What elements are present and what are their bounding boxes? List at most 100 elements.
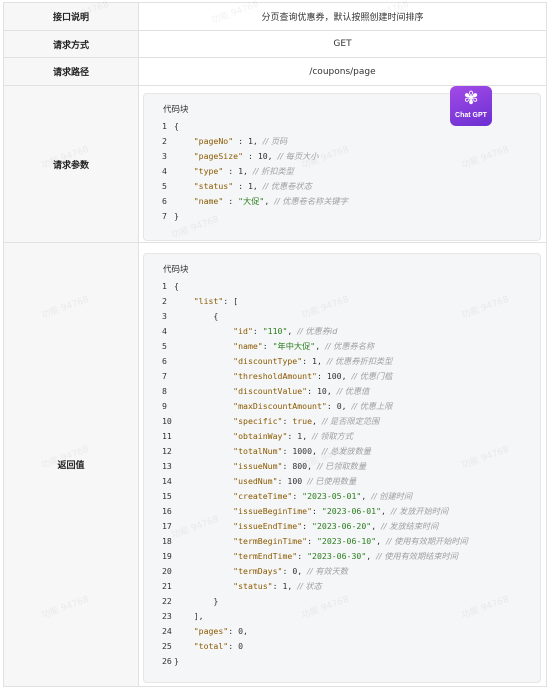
code-token: : <box>287 430 298 441</box>
line-text: } <box>174 654 179 669</box>
code-token: 1000 <box>292 445 313 456</box>
code-token: { <box>174 120 179 131</box>
code-token: 0 <box>292 565 298 576</box>
line-text: "usedNum": 100 // 已使用数量 <box>174 474 356 489</box>
code-token <box>174 296 194 306</box>
value-method: GET <box>138 30 547 58</box>
code-block-title: 代码块 <box>163 264 189 275</box>
code-token: // 使用有效期开始时间 <box>385 535 468 546</box>
code-token: : <box>292 490 303 501</box>
code-line: 26} <box>144 654 540 669</box>
code-line: 7} <box>144 209 540 224</box>
code-token <box>174 446 233 456</box>
code-token <box>174 476 233 486</box>
code-token: , <box>243 625 248 636</box>
line-number: 13 <box>162 460 172 471</box>
code-token: "id" <box>233 325 253 336</box>
line-number: 4 <box>162 325 167 336</box>
line-number: 7 <box>162 210 167 221</box>
code-token: "specific" <box>233 415 283 426</box>
code-token: , <box>341 400 352 411</box>
code-token: "年中大促" <box>272 340 316 351</box>
code-token: : <box>262 340 273 351</box>
code-token: // 优惠值 <box>336 385 370 396</box>
code-line: 14 "usedNum": 100 // 已使用数量 <box>144 474 540 489</box>
line-text: "issueNum": 800, // 已领取数量 <box>174 459 366 474</box>
line-number: 17 <box>162 520 172 531</box>
label-response: 返回值 <box>3 242 139 687</box>
code-token <box>174 356 233 366</box>
line-number: 6 <box>162 355 167 366</box>
label-params: 请求参数 <box>3 85 139 243</box>
code-line: 3 "pageSize" : 10, // 每页大小 <box>144 149 540 164</box>
code-line: 17 "issueEndTime": "2023-06-20", // 发放结束… <box>144 519 540 534</box>
code-line: 3 { <box>144 309 540 324</box>
code-token: // 每页大小 <box>277 150 319 161</box>
code-line: 1{ <box>144 279 540 294</box>
code-token: , <box>312 445 322 456</box>
label-description: 接口说明 <box>3 2 139 31</box>
code-token: // 有效天数 <box>307 565 348 576</box>
response-code-block[interactable]: 代码块 1{2 "list": [3 {4 "id": "110", // 优惠… <box>143 252 541 683</box>
code-token: "2023-05-01" <box>302 490 362 501</box>
code-line: 11 "obtainWay": 1, // 领取方式 <box>144 429 540 444</box>
line-number: 19 <box>162 550 172 561</box>
code-token: "name" <box>233 340 263 351</box>
line-text: { <box>174 119 179 134</box>
code-token: "createTime" <box>233 490 293 501</box>
line-number: 5 <box>162 180 167 191</box>
value-path: /coupons/page <box>138 57 547 86</box>
code-token: : <box>228 640 239 651</box>
code-token: "termDays" <box>233 565 283 576</box>
code-token: "termEndTime" <box>233 550 298 561</box>
line-text: "discountType": 1, // 优惠券折扣类型 <box>174 354 392 369</box>
line-text: "createTime": "2023-05-01", // 创建时间 <box>174 489 412 504</box>
code-token: : <box>312 505 322 516</box>
line-text: "totalNum": 1000, // 总发放数量 <box>174 444 371 459</box>
code-token: , <box>302 430 313 441</box>
line-text: { <box>174 279 179 294</box>
code-token: 1 <box>238 165 244 176</box>
line-text: "name": "年中大促", // 优惠券名称 <box>174 339 374 354</box>
code-token: // 折扣类型 <box>252 165 294 176</box>
chatgpt-badge[interactable]: ✾ Chat GPT <box>450 86 492 126</box>
line-text: } <box>174 594 218 609</box>
line-number: 7 <box>162 370 167 381</box>
line-number: 2 <box>162 295 167 306</box>
line-number: 10 <box>162 415 172 426</box>
line-number: 25 <box>162 640 172 651</box>
code-token: : <box>223 165 239 176</box>
code-token: "discountType" <box>233 355 303 366</box>
line-text: "status": 1, // 状态 <box>174 579 322 594</box>
code-token: : <box>297 550 308 561</box>
chatgpt-logo-icon: ✾ <box>463 88 479 109</box>
code-token: "status" <box>193 180 234 191</box>
label-path: 请求路径 <box>3 57 139 86</box>
code-token: "issueEndTime" <box>233 520 303 531</box>
code-token: // 已使用数量 <box>307 475 357 486</box>
code-token: "discountValue" <box>233 385 308 396</box>
value-description: 分页查询优惠券，默认按照创建时间排序 <box>138 2 547 31</box>
code-token: ], <box>174 610 204 621</box>
code-token: : <box>223 195 239 206</box>
line-number: 9 <box>162 400 167 411</box>
line-text: "thresholdAmount": 100, // 优惠门槛 <box>174 369 392 384</box>
code-token: , <box>366 550 377 561</box>
code-token <box>174 491 233 501</box>
line-number: 22 <box>162 595 172 606</box>
code-token: 100 <box>326 370 342 381</box>
code-token: // 优惠券id <box>297 325 338 336</box>
code-token: // 状态 <box>297 580 322 591</box>
line-text: "id": "110", // 优惠券id <box>174 324 337 339</box>
code-token: "pageSize" <box>193 150 244 161</box>
code-token: "total" <box>193 640 229 651</box>
code-token: "termBeginTime" <box>233 535 308 546</box>
code-token: , <box>252 180 263 191</box>
code-line: 18 "termBeginTime": "2023-06-10", // 使用有… <box>144 534 540 549</box>
line-number: 3 <box>162 310 167 321</box>
line-text: ], <box>174 609 204 624</box>
code-token: // 优惠券折扣类型 <box>326 355 393 366</box>
code-token <box>174 401 233 411</box>
line-number: 16 <box>162 505 172 516</box>
